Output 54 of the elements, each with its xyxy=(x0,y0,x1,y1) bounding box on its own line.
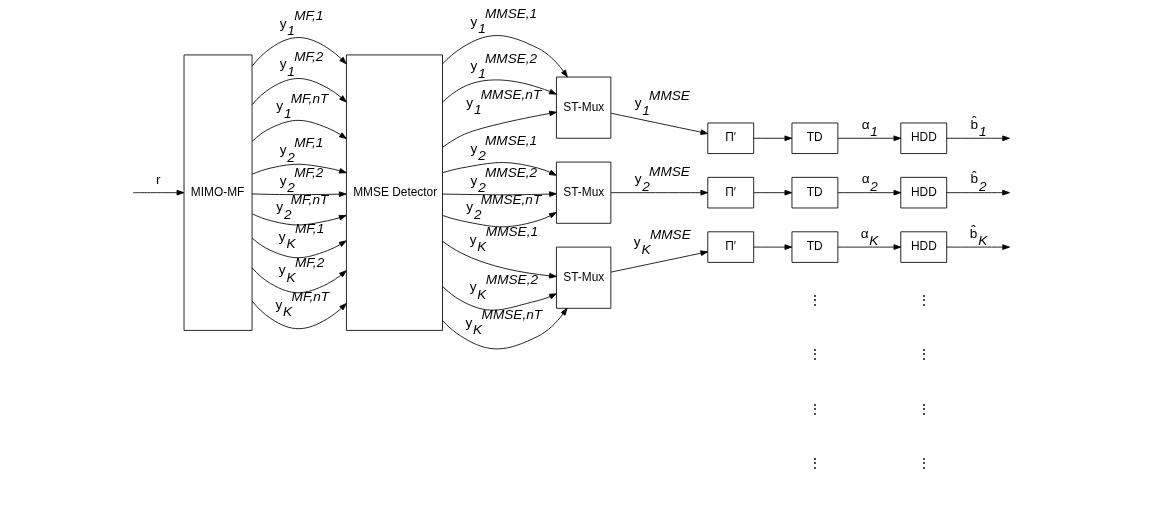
arrow xyxy=(442,162,557,176)
arrow xyxy=(251,300,347,330)
arrow xyxy=(837,244,902,250)
label: ⋮ xyxy=(808,455,823,471)
arrow xyxy=(251,237,347,259)
node-box: TD xyxy=(791,122,839,154)
arrow xyxy=(946,244,1010,250)
label: ⋮ xyxy=(808,401,823,417)
arrow xyxy=(753,189,793,196)
node-box: HDD xyxy=(900,231,948,263)
arrow xyxy=(251,37,347,67)
arrow xyxy=(610,112,709,135)
label: ⋮ xyxy=(916,455,931,471)
arrow xyxy=(837,135,902,142)
node-box: MIMO-MF xyxy=(183,54,253,331)
label: ⋮ xyxy=(808,292,823,308)
node-box: TD xyxy=(791,231,839,263)
arrow xyxy=(442,191,557,197)
node-box: ST-Mux xyxy=(556,246,612,309)
arrow xyxy=(442,35,568,78)
arrow xyxy=(753,244,793,250)
arrow xyxy=(442,240,557,279)
node-box: HDD xyxy=(900,176,948,209)
label: ⋮ xyxy=(916,292,931,308)
node-box: TD xyxy=(791,176,839,209)
arrow xyxy=(442,286,557,311)
node-box: HDD xyxy=(900,122,948,154)
node-box: ST-Mux xyxy=(556,161,612,224)
node-box: Π′ xyxy=(707,231,755,263)
arrow xyxy=(251,213,347,226)
label: ⋮ xyxy=(808,347,823,363)
arrow xyxy=(251,78,347,106)
arrow xyxy=(442,110,557,148)
arrow xyxy=(251,163,347,175)
arrow xyxy=(251,267,347,294)
node-box: Π′ xyxy=(707,176,755,209)
node-box: ST-Mux xyxy=(556,76,612,139)
arrow xyxy=(946,135,1010,142)
arrow xyxy=(251,191,347,197)
label: ⋮ xyxy=(916,347,931,363)
edge-label: r xyxy=(155,172,161,187)
arrow xyxy=(251,119,347,142)
arrow xyxy=(753,135,793,142)
node-box: MMSE Detector xyxy=(346,54,443,331)
arrow xyxy=(132,189,185,196)
arrow xyxy=(442,79,557,103)
arrow xyxy=(946,189,1010,196)
label: ⋮ xyxy=(916,401,931,417)
arrow xyxy=(837,189,902,196)
arrow xyxy=(610,250,709,273)
arrow xyxy=(610,189,709,196)
arrow xyxy=(442,212,557,228)
node-box: Π′ xyxy=(707,122,755,154)
arrow xyxy=(442,307,568,350)
